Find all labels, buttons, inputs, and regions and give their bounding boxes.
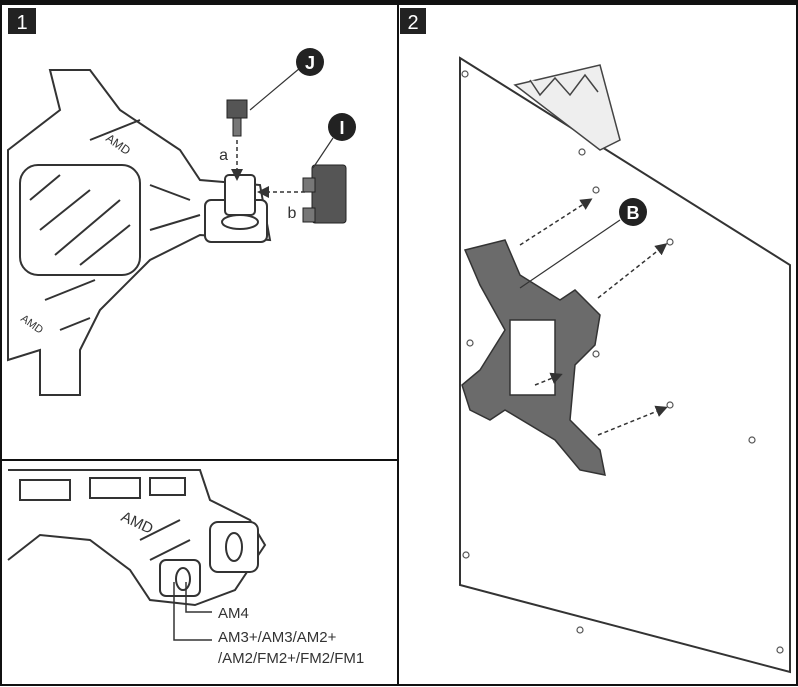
panel-2-badge — [400, 8, 426, 34]
callout-i-letter: I — [339, 118, 344, 138]
arrow-hole-2 — [597, 243, 668, 299]
callout-j-letter: J — [305, 53, 315, 73]
legacy-label-line1: AM3+/AM3/AM2+ — [218, 629, 337, 646]
clip-part-i — [302, 164, 347, 224]
callout-b-leader — [519, 219, 621, 289]
bracket-slot-insert — [224, 174, 256, 216]
bracket-detail-illustration — [7, 469, 267, 607]
callout-j-badge — [296, 48, 324, 76]
arrow-label-a: a — [219, 147, 228, 164]
panel-2-number: 2 — [407, 12, 418, 34]
panel-1-badge — [8, 8, 36, 34]
bracket-slot-hole — [221, 214, 259, 230]
arrow-hole-4 — [534, 372, 563, 386]
legacy-label-line2: /AM2/FM2+/FM2/FM1 — [218, 650, 364, 667]
motherboard-holes — [461, 70, 784, 654]
arrow-label-b: b — [288, 205, 297, 222]
legacy-leader — [173, 582, 212, 641]
arrow-hole-3 — [597, 405, 668, 436]
panel-1-detail: AMD AM4 AM3+/AM3/AM2+ /AM2/FM2+/FM2/FM1 — [7, 469, 364, 667]
motherboard — [459, 56, 791, 674]
top-bar — [0, 0, 798, 5]
callout-j-leader — [249, 67, 301, 111]
screw-part-j — [226, 99, 248, 137]
panel-2: 2 B — [400, 8, 791, 674]
panel-1: 1 AMD AMD a b J — [7, 8, 356, 396]
am4-label: AM4 — [218, 605, 249, 622]
callout-b-letter: B — [627, 203, 640, 223]
callout-b-badge — [619, 198, 647, 226]
panel-1-number: 1 — [16, 12, 27, 34]
callout-i-badge — [328, 113, 356, 141]
backplate-bracket — [461, 239, 606, 476]
callout-i-leader — [312, 137, 334, 169]
am4-leader — [185, 582, 212, 613]
heatsink-edge — [513, 64, 621, 151]
